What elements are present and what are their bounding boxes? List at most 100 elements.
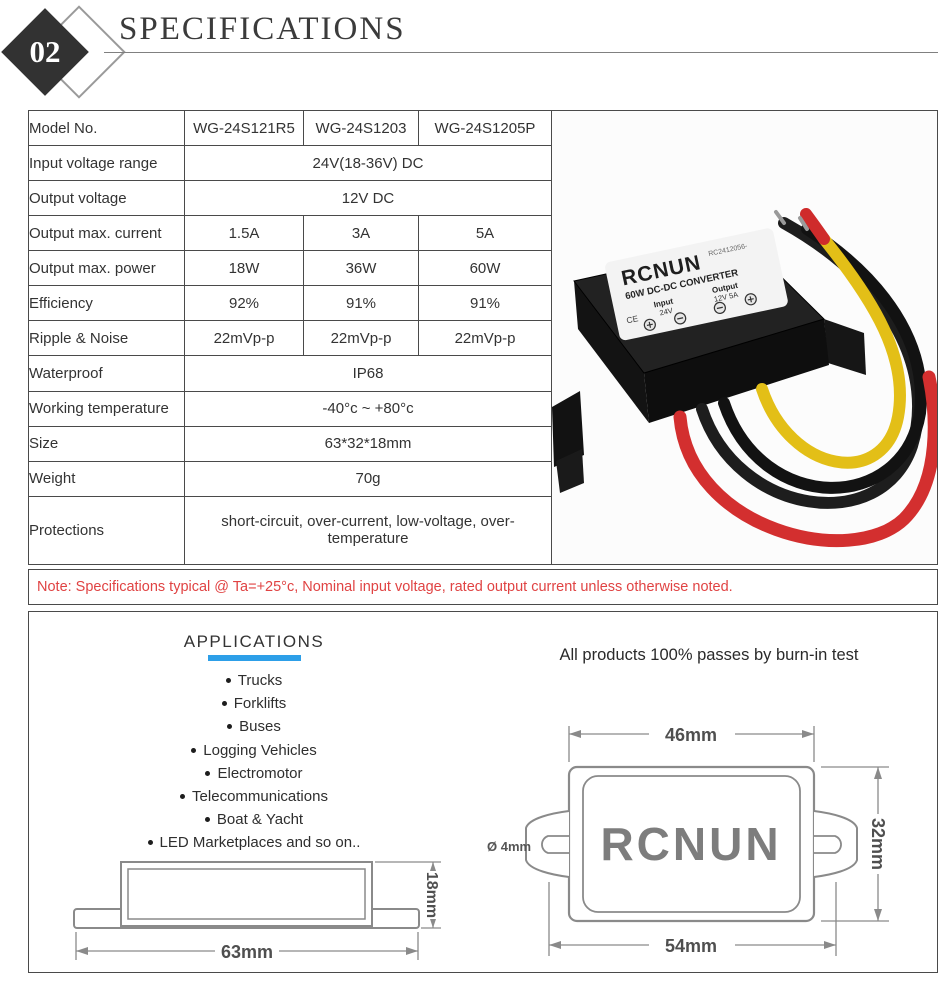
row-value: 63*32*18mm bbox=[184, 425, 552, 462]
dim-32mm: 32mm bbox=[868, 818, 888, 870]
row-label: Ripple & Noise bbox=[28, 320, 185, 357]
wire-yellow-red-tip bbox=[800, 208, 830, 245]
left-tab-slot bbox=[541, 835, 569, 854]
side-view-body bbox=[120, 861, 373, 927]
list-item-label: Logging Vehicles bbox=[203, 741, 317, 759]
arrow-right-icon bbox=[824, 941, 836, 949]
row-value: 91% bbox=[303, 285, 419, 322]
svg-text:24V: 24V bbox=[659, 306, 674, 318]
table-row: Output max. current 1.5A 3A 5A bbox=[28, 215, 552, 252]
model-col-1: WG-24S121R5 bbox=[184, 109, 304, 147]
bullet-icon bbox=[221, 701, 227, 707]
table-row: Size 63*32*18mm bbox=[28, 425, 552, 462]
list-item-label: Electromotor bbox=[217, 764, 303, 782]
arrow-left-icon bbox=[549, 941, 561, 949]
box-left-face bbox=[574, 281, 649, 423]
section-header: 02 SPECIFICATIONS bbox=[0, 0, 950, 105]
dim-18mm: 18mm bbox=[423, 872, 440, 918]
arrow-right-icon bbox=[802, 730, 814, 738]
wire-yellow bbox=[756, 233, 907, 469]
applications-list: Trucks Forklifts Buses Logging Vehicles … bbox=[29, 669, 479, 855]
bullet-icon bbox=[204, 817, 210, 823]
note-box: Note: Specifications typical @ Ta=+25°c,… bbox=[28, 569, 938, 605]
list-item-label: Boat & Yacht bbox=[216, 811, 304, 829]
bullet-icon bbox=[180, 794, 186, 800]
row-label: Output voltage bbox=[28, 180, 185, 217]
left-ear-shape2 bbox=[556, 449, 584, 493]
table-row: Weight 70g bbox=[28, 460, 552, 497]
arrow-left-icon bbox=[76, 947, 88, 955]
top-view-body-inner bbox=[582, 775, 801, 913]
burn-in-text: All products 100% passes by burn-in test bbox=[559, 646, 859, 664]
list-item: Boat & Yacht bbox=[29, 808, 479, 831]
applications-title: APPLICATIONS bbox=[183, 632, 325, 651]
row-value: 12V DC bbox=[184, 180, 552, 217]
model-col-2: WG-24S1203 bbox=[303, 109, 419, 147]
row-label: Output max. current bbox=[28, 215, 185, 252]
note-text: Note: Specifications typical @ Ta=+25°c,… bbox=[37, 579, 733, 595]
row-label: Protections bbox=[28, 495, 185, 566]
row-label: Weight bbox=[28, 460, 185, 497]
row-label: Output max. power bbox=[28, 250, 185, 287]
header-divider bbox=[104, 52, 938, 53]
row-value: IP68 bbox=[184, 355, 552, 392]
wire-tip bbox=[774, 210, 786, 225]
right-tab-slot bbox=[814, 835, 842, 854]
list-item-label: Telecommunications bbox=[192, 788, 328, 806]
terminal-icons bbox=[643, 293, 757, 331]
row-value: 5A bbox=[418, 215, 552, 252]
table-row: Ripple & Noise 22mVp-p 22mVp-p 22mVp-p bbox=[28, 320, 552, 357]
row-value: 92% bbox=[184, 285, 304, 322]
row-label: Efficiency bbox=[28, 285, 185, 322]
svg-text:Input: Input bbox=[653, 297, 674, 310]
section-number: 02 bbox=[29, 34, 61, 69]
wire-tip bbox=[798, 216, 809, 231]
drawing-logo: RCNUN bbox=[600, 818, 781, 870]
dimension-drawings: 46mm RCNUN Ø 4mm 32mm bbox=[73, 722, 889, 963]
dim-46mm: 46mm bbox=[665, 725, 717, 745]
product-photo-cell: RCNUN RC2412056- 60W DC-DC CONVERTER Inp… bbox=[552, 110, 938, 565]
bullet-icon bbox=[225, 678, 231, 683]
bullet-icon bbox=[191, 747, 197, 753]
dim-63mm: 63mm bbox=[221, 942, 273, 962]
list-item: LED Marketplaces and so on.. bbox=[29, 831, 479, 854]
list-item: Buses bbox=[29, 715, 479, 738]
list-item: Telecommunications bbox=[29, 785, 479, 808]
list-item-label: Buses bbox=[239, 718, 281, 736]
spec-section: Model No. WG-24S121R5 WG-24S1203 WG-24S1… bbox=[28, 109, 938, 566]
list-item-label: Forklifts bbox=[233, 695, 287, 713]
page-title: SPECIFICATIONS bbox=[119, 11, 406, 47]
row-value: 18W bbox=[184, 250, 304, 287]
row-label: Waterproof bbox=[28, 355, 185, 392]
table-row: Waterproof IP68 bbox=[28, 355, 552, 392]
model-col-3: WG-24S1205P bbox=[418, 109, 552, 147]
right-ear-shape bbox=[824, 319, 866, 375]
row-value: 60W bbox=[418, 250, 552, 287]
model-no-header: Model No. bbox=[28, 109, 185, 147]
bullet-icon bbox=[205, 770, 211, 776]
list-item: Forklifts bbox=[29, 692, 479, 715]
row-value: 91% bbox=[418, 285, 552, 322]
applications-underline bbox=[207, 655, 301, 661]
table-row: Output voltage 12V DC bbox=[28, 180, 552, 217]
arrow-right-icon bbox=[406, 947, 418, 955]
product-photo: RCNUN RC2412056- 60W DC-DC CONVERTER Inp… bbox=[552, 111, 937, 564]
bullet-icon bbox=[147, 840, 153, 846]
box-front-face bbox=[644, 319, 829, 423]
wire-black bbox=[718, 223, 927, 494]
table-row: Input voltage range 24V(18-36V) DC bbox=[28, 145, 552, 182]
row-value: 1.5A bbox=[184, 215, 304, 252]
row-value: 24V(18-36V) DC bbox=[184, 145, 552, 182]
table-row: Working temperature -40°c ~ +80°c bbox=[28, 390, 552, 427]
arrow-left-icon bbox=[569, 730, 581, 738]
dim-hole: Ø 4mm bbox=[487, 839, 531, 854]
arrow-up-icon bbox=[874, 767, 882, 779]
product-label: RCNUN RC2412056- 60W DC-DC CONVERTER Inp… bbox=[605, 228, 788, 341]
row-label: Input voltage range bbox=[28, 145, 185, 182]
spec-table: Model No. WG-24S121R5 WG-24S1203 WG-24S1… bbox=[28, 109, 552, 566]
wire-red bbox=[673, 370, 937, 547]
list-item: Logging Vehicles bbox=[29, 739, 479, 762]
table-header-row: Model No. WG-24S121R5 WG-24S1203 WG-24S1… bbox=[28, 109, 552, 147]
list-item-label: Trucks bbox=[237, 672, 283, 689]
row-label: Working temperature bbox=[28, 390, 185, 427]
